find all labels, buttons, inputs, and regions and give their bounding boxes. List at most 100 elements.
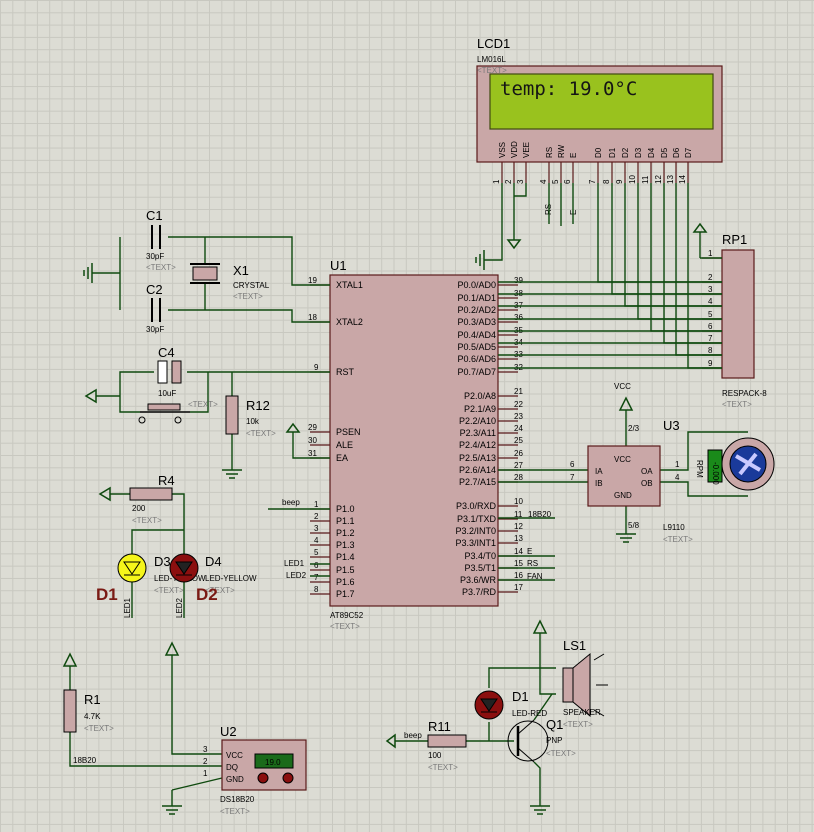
r4-tag: <TEXT> bbox=[132, 516, 162, 525]
c1-tag: <TEXT> bbox=[146, 263, 176, 272]
lcd-ref: LCD1 bbox=[477, 36, 510, 51]
net-label-fan-mcu: FAN bbox=[527, 572, 543, 581]
mcu-pin-name: XTAL2 bbox=[336, 317, 363, 327]
q1-ref: Q1 bbox=[546, 717, 563, 732]
x1-model: CRYSTAL bbox=[233, 281, 270, 290]
q1-tag: <TEXT> bbox=[546, 749, 576, 758]
mcu-pin-name: P0.0/AD0 bbox=[457, 280, 496, 290]
c2-value: 30pF bbox=[146, 325, 164, 334]
mcu-pin-number: 6 bbox=[314, 561, 319, 570]
u2-ref: U2 bbox=[220, 724, 237, 739]
net-label-18b20-r1: 18B20 bbox=[73, 756, 97, 765]
d1-model: LED-RED bbox=[512, 709, 547, 718]
ls1-model: SPEAKER bbox=[563, 708, 601, 717]
led-d1-red[interactable]: D1 LED-RED bbox=[474, 689, 547, 720]
mcu-pin-number: 14 bbox=[514, 547, 523, 556]
resistor-r4[interactable]: R4 200 <TEXT> bbox=[129, 473, 175, 525]
mcu-pin-name: P1.3 bbox=[336, 540, 355, 550]
mcu-model: AT89C52 bbox=[330, 611, 364, 620]
mcu-pin-number: 4 bbox=[314, 536, 319, 545]
driver-l9110[interactable]: U3 L9110 <TEXT> VCC VCC IA IB OA OB GND … bbox=[570, 382, 693, 544]
d4-ref: D4 bbox=[205, 554, 222, 569]
d4-tag: <TEXT> bbox=[205, 586, 235, 595]
resistor-r11[interactable]: R11 100 <TEXT> beep bbox=[404, 719, 467, 772]
x1-ref: X1 bbox=[233, 263, 249, 278]
lcd-pin-label: VDD bbox=[510, 141, 519, 158]
reset-button[interactable] bbox=[138, 403, 190, 424]
lcd-pin-label: D1 bbox=[608, 147, 617, 158]
u2-pin-2: 2 bbox=[203, 757, 208, 766]
rp1-model: RESPACK-8 bbox=[722, 389, 767, 398]
u3-pin-7: 7 bbox=[570, 473, 575, 482]
lcd-pin-label: D7 bbox=[684, 147, 693, 158]
d3-tag: <TEXT> bbox=[154, 586, 184, 595]
lcd-pin-label: D2 bbox=[621, 147, 630, 158]
net-label-led2-mcu: LED2 bbox=[286, 571, 307, 580]
mcu-pin-number: 26 bbox=[514, 449, 523, 458]
led-d4[interactable]: D4 LED-YELLOW <TEXT> bbox=[169, 553, 257, 595]
mcu-pin-name: P3.3/INT1 bbox=[455, 538, 496, 548]
mcu-tag: <TEXT> bbox=[330, 622, 360, 631]
lcd-pin-number: 1 bbox=[492, 179, 501, 184]
ground-icon bbox=[475, 250, 485, 270]
net-label-18b20-mcu: 18B20 bbox=[528, 510, 552, 519]
lcd-module[interactable]: temp: 19.0°C LCD1 LM016L <TEXT> VSS1VDD2… bbox=[476, 36, 723, 215]
lcd-pin-number: 13 bbox=[666, 175, 675, 184]
speaker-ls1[interactable]: LS1 SPEAKER <TEXT> bbox=[562, 638, 608, 729]
u2-pin-dq: DQ bbox=[226, 763, 238, 772]
lcd-model: LM016L bbox=[477, 55, 506, 64]
mcu-pin-name: P1.4 bbox=[336, 552, 355, 562]
mcu-pin-name: RST bbox=[336, 367, 355, 377]
mcu-pin-name: P2.2/A10 bbox=[459, 416, 496, 426]
crystal-x1[interactable]: X1 CRYSTAL <TEXT> bbox=[190, 263, 270, 301]
mcu-pin-number: 18 bbox=[308, 313, 317, 322]
mcu-ref: U1 bbox=[330, 258, 347, 273]
mcu-pin-name: P2.0/A8 bbox=[464, 391, 496, 401]
capacitor-c4[interactable]: C4 10uF <TEXT> bbox=[157, 345, 218, 409]
transistor-q1[interactable]: Q1 PNP <TEXT> bbox=[507, 717, 576, 763]
mcu-pin-name: P2.7/A15 bbox=[459, 477, 496, 487]
mcu-pin-name: P1.6 bbox=[336, 577, 355, 587]
resistor-r1[interactable]: R1 4.7K <TEXT> 18B20 bbox=[63, 689, 114, 765]
sensor-ds18b20[interactable]: 19.0 U2 DS18B20 <TEXT> VCC DQ GND 3 2 1 bbox=[203, 724, 307, 816]
mcu-pin-name: P3.6/WR bbox=[460, 575, 497, 585]
u3-model: L9110 bbox=[663, 523, 685, 532]
c1-ref: C1 bbox=[146, 208, 163, 223]
lcd-pin-number: 14 bbox=[678, 175, 687, 184]
net-label-rs-mcu: RS bbox=[527, 559, 538, 568]
capacitor-c2[interactable]: C2 30pF bbox=[146, 282, 164, 334]
mcu-pin-name: P2.4/A12 bbox=[459, 440, 496, 450]
r12-tag: <TEXT> bbox=[246, 429, 276, 438]
power-arrow-icon bbox=[618, 396, 634, 411]
r11-value: 100 bbox=[428, 751, 442, 760]
r1-value: 4.7K bbox=[84, 712, 101, 721]
mcu-pin-number: 7 bbox=[314, 573, 319, 582]
u2-pin-gnd: GND bbox=[226, 775, 244, 784]
mcu-pin-name: P2.1/A9 bbox=[464, 404, 496, 414]
rp1-pin-number: 5 bbox=[708, 310, 713, 319]
ground-icon bbox=[616, 533, 636, 543]
c4-ref: C4 bbox=[158, 345, 175, 360]
power-arrow-icon bbox=[98, 486, 111, 502]
ground-icon bbox=[83, 263, 93, 283]
net-label-beep: beep bbox=[282, 498, 300, 507]
capacitor-c1[interactable]: C1 30pF <TEXT> bbox=[146, 208, 176, 272]
mcu-pin-name: P1.1 bbox=[336, 516, 355, 526]
resistor-r12[interactable]: R12 10k <TEXT> bbox=[225, 395, 276, 438]
net-label-beep-r11: beep bbox=[404, 731, 422, 740]
mcu-pin-number: 29 bbox=[308, 423, 317, 432]
lcd-pin-label: D6 bbox=[672, 147, 681, 158]
net-label-led2: LED2 bbox=[175, 597, 184, 618]
dc-motor[interactable]: -0.000 RPM bbox=[695, 437, 775, 491]
u3-pin-4: 4 bbox=[675, 473, 680, 482]
mcu-pin-number: 11 bbox=[514, 510, 523, 519]
u3-pin-gnd: GND bbox=[614, 491, 632, 500]
mcu-pin-number: 28 bbox=[514, 473, 523, 482]
mcu-pin-number: 36 bbox=[514, 313, 523, 322]
lcd-pin-label: VEE bbox=[522, 142, 531, 158]
rp1-pin-number: 6 bbox=[708, 322, 713, 331]
lcd-pin-label: E bbox=[569, 153, 578, 158]
mcu-pin-name: P1.2 bbox=[336, 528, 355, 538]
